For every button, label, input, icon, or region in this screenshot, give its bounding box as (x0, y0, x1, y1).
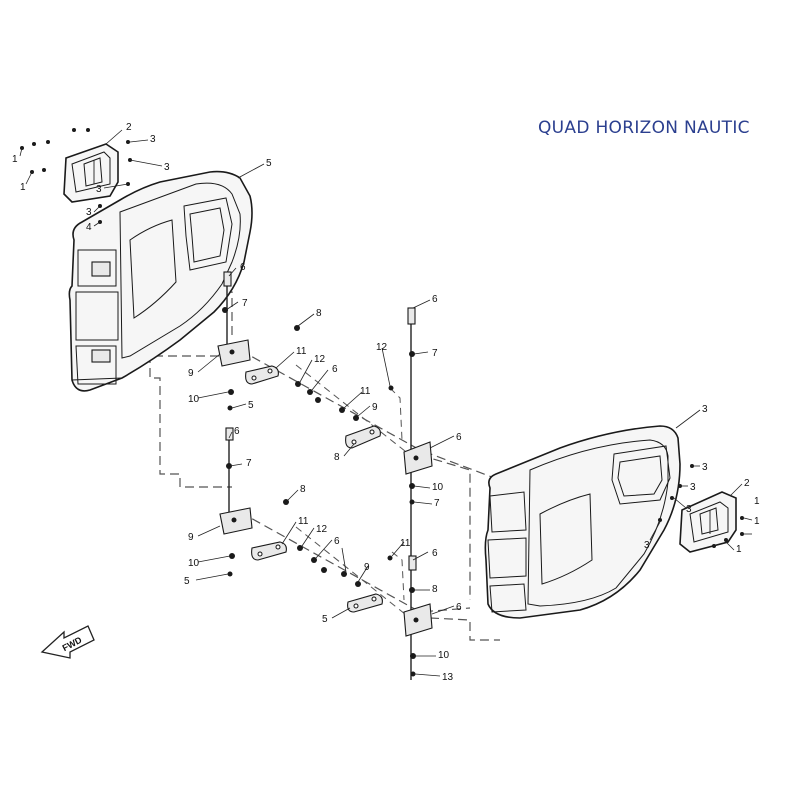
callout-label: 11 (296, 346, 307, 357)
forward-direction-arrow: FWD (40, 625, 95, 659)
callout-label: 12 (314, 354, 326, 365)
callout-label: 9 (364, 562, 370, 573)
right-latch-handle (679, 491, 737, 553)
callout-label: 9 (188, 532, 194, 543)
fasteners (20, 128, 744, 677)
callout-label: 3 (96, 184, 102, 195)
callout-label: 3 (164, 162, 170, 173)
callout-label: 7 (242, 298, 248, 309)
callout-label: 6 (334, 536, 340, 547)
callout-label: 6 (456, 432, 462, 443)
callout-label: 2 (126, 122, 132, 133)
callout-label: 3 (644, 540, 650, 551)
callout-label: 6 (432, 294, 438, 305)
callout-label: 7 (246, 458, 252, 469)
callout-label: 6 (234, 426, 240, 437)
callout-label: 3 (150, 134, 156, 145)
callout-label: 1 (20, 182, 26, 193)
callout-label: 10 (438, 650, 450, 661)
callout-label: 1 (754, 496, 760, 507)
callout-label: 5 (184, 576, 190, 587)
callout-label: 7 (434, 498, 440, 509)
callout-label: 11 (400, 538, 411, 549)
callout-label: 3 (690, 482, 696, 493)
callout-label: 7 (432, 348, 438, 359)
callout-label: 8 (316, 308, 322, 319)
callout-label: 6 (240, 262, 246, 273)
callout-label: 1 (754, 516, 760, 527)
right-door-panel (484, 425, 681, 619)
callout-label: 2 (744, 478, 750, 489)
left-door-panel (68, 170, 253, 392)
callout-label: 4 (86, 222, 92, 233)
hinge-left-lower (219, 427, 383, 613)
callout-label: 10 (432, 482, 444, 493)
callout-label: 3 (86, 207, 92, 218)
callout-label: 8 (334, 452, 340, 463)
callout-label: 5 (266, 158, 272, 169)
callout-label: 13 (442, 672, 454, 683)
callout-label: 1 (12, 154, 18, 165)
callout-label: 12 (376, 342, 388, 353)
callout-label: 8 (432, 584, 438, 595)
callout-label: 1 (736, 544, 742, 555)
callout-label: 3 (702, 462, 708, 473)
diagram-brand-title: QUAD HORIZON NAUTIC (538, 118, 750, 138)
callout-leader-lines (19, 129, 753, 677)
callout-label: 3 (702, 404, 708, 415)
callout-label: 8 (300, 484, 306, 495)
callout-label: 6 (456, 602, 462, 613)
callout-label: 12 (316, 524, 328, 535)
callout-label: 11 (298, 516, 309, 527)
left-latch-handle (63, 143, 119, 203)
callout-label: 6 (432, 548, 438, 559)
hinge-left-upper (217, 271, 279, 385)
callout-label: 9 (188, 368, 194, 379)
callout-label: 6 (332, 364, 338, 375)
callout-label: 3 (686, 504, 692, 515)
callout-label: 11 (360, 386, 371, 397)
callout-label: 9 (372, 402, 378, 413)
callout-numbers: 1 1 2 3 3 3 3 4 5 6 7 8 9 11 12 6 10 5 6… (12, 122, 760, 683)
callout-label: 5 (322, 614, 328, 625)
hinge-center-upper (345, 307, 433, 680)
callout-label: 5 (248, 400, 254, 411)
callout-label: 10 (188, 394, 200, 405)
callout-label: 10 (188, 558, 200, 569)
